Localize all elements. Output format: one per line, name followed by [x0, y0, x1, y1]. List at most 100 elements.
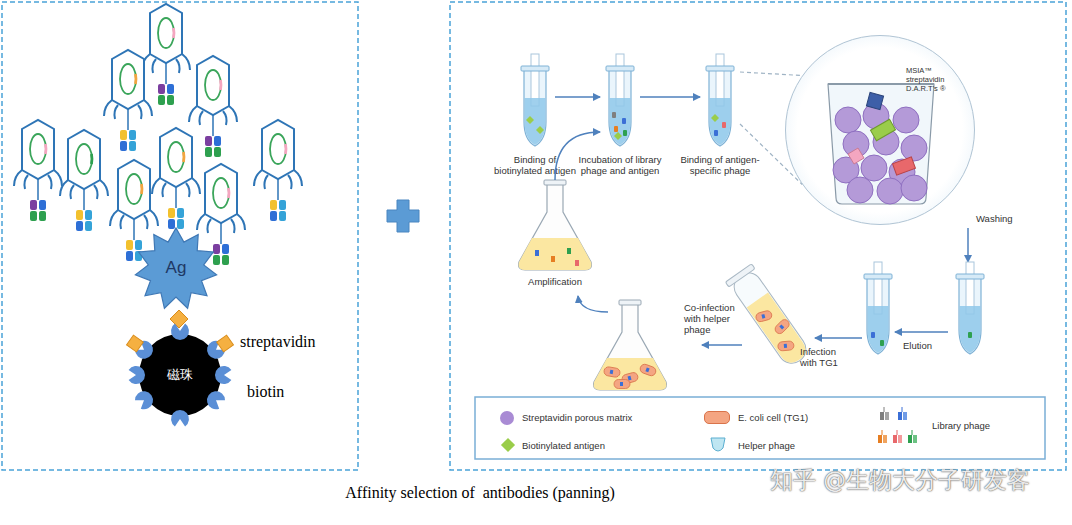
node-label: Amplification	[505, 276, 605, 287]
tube-particle	[722, 122, 726, 128]
legend-label: Helper phage	[738, 440, 795, 451]
phage-gene	[182, 152, 185, 162]
flask-rim	[544, 180, 566, 185]
shape-part	[898, 412, 902, 420]
antigen-shape	[866, 92, 883, 109]
fab-part	[129, 130, 136, 140]
phage-capsid	[150, 4, 182, 63]
tube-rim	[521, 66, 549, 71]
node-label: Binding of antigen-specific phage	[678, 154, 762, 176]
tube-rim	[606, 66, 634, 71]
fab-part	[222, 244, 229, 254]
phage-dna	[168, 142, 184, 172]
fab-part	[213, 255, 220, 265]
phage-dna	[76, 144, 92, 174]
legend-swatch	[500, 411, 514, 425]
legend-box	[475, 397, 1045, 459]
fab-part	[205, 136, 212, 146]
phage-dna	[126, 174, 142, 204]
streptavidin-symbol	[127, 335, 144, 352]
shape-part	[883, 435, 887, 443]
part-label: biotin	[247, 383, 284, 401]
fab-part	[168, 219, 175, 229]
shape-part	[639, 363, 657, 377]
antigen-shape	[848, 148, 864, 164]
phage-capsid	[160, 128, 192, 187]
phage-tail	[277, 179, 279, 200]
legend-label: Streptavidin porous matrix	[522, 412, 632, 423]
node-shape	[515, 180, 595, 272]
tube-liquid	[868, 306, 889, 353]
shape-part	[902, 407, 903, 412]
caption: Affinity selection of antibodies (pannin…	[0, 484, 960, 502]
node-label: MSIA™ streptavidin D.A.R.T's ®	[906, 66, 968, 93]
fab-part	[213, 244, 220, 254]
tube-particle	[711, 114, 719, 122]
washing-arrow	[967, 228, 969, 262]
node-shape	[515, 62, 555, 150]
flask-particle	[551, 256, 555, 262]
fab-part	[126, 251, 133, 261]
flask-glass	[594, 302, 667, 390]
phage-tail	[37, 179, 39, 200]
coinfection-flask	[594, 300, 667, 390]
phage	[14, 120, 62, 221]
magnetic-bead: 磁珠	[128, 323, 232, 427]
phage-gene	[140, 184, 143, 194]
fab-part	[205, 147, 212, 157]
shape-part	[603, 366, 620, 378]
phage-gene	[44, 144, 47, 154]
fab-part	[158, 95, 165, 105]
ecoli-cell	[639, 363, 657, 377]
legend-swatch	[501, 438, 515, 452]
fab-part	[270, 200, 277, 210]
shape-part	[912, 430, 913, 435]
phage-capsid	[112, 50, 144, 109]
elution-tube	[864, 262, 892, 354]
node-shape	[600, 62, 640, 150]
helper-phage-icon	[711, 438, 725, 451]
step-label: Washing	[976, 213, 1013, 224]
tube-rim	[706, 66, 734, 71]
step-label: Co-infection with helper phage	[684, 302, 742, 335]
phage	[254, 120, 302, 221]
biotin-symbol	[171, 410, 189, 426]
flask-particle	[567, 248, 571, 254]
fab-part	[135, 240, 142, 250]
fab-part	[214, 136, 221, 146]
phage-capsid	[262, 120, 294, 179]
streptavidin-symbol	[217, 335, 234, 352]
shape-part	[880, 412, 884, 420]
fab-part	[85, 221, 92, 231]
tube-particle	[623, 130, 627, 136]
shape-part	[778, 341, 795, 351]
phage-gene	[219, 80, 222, 90]
phage-capsid	[197, 56, 229, 115]
antigen-shape	[870, 119, 895, 140]
fab-part	[120, 130, 127, 140]
fab-part	[129, 141, 136, 151]
flow-arrow	[555, 132, 600, 180]
phage	[110, 160, 158, 261]
phage-tail	[133, 219, 135, 240]
shape-part	[897, 430, 898, 435]
fab-part	[30, 200, 37, 210]
flask-liquid	[519, 238, 592, 270]
phage-tail	[127, 109, 129, 130]
fab-part	[177, 219, 184, 229]
shape-part	[884, 407, 885, 412]
matrix-bead	[901, 135, 927, 161]
fab-part	[279, 211, 286, 221]
tube-rim	[864, 274, 892, 279]
node-label: 磁珠	[128, 366, 232, 384]
tube-step: Incubation of library phage and antigen	[600, 62, 640, 150]
antigen-star: Ag	[133, 228, 219, 310]
fab-part	[168, 208, 175, 218]
ecoli-cell	[603, 366, 620, 378]
plus-sign	[387, 200, 419, 232]
biotin-symbol	[129, 366, 145, 384]
phage-tail	[212, 115, 214, 136]
ecoli-cell	[614, 380, 630, 389]
flow-arrow	[640, 96, 700, 98]
legend-label: Biotinylated antigen	[522, 440, 605, 451]
